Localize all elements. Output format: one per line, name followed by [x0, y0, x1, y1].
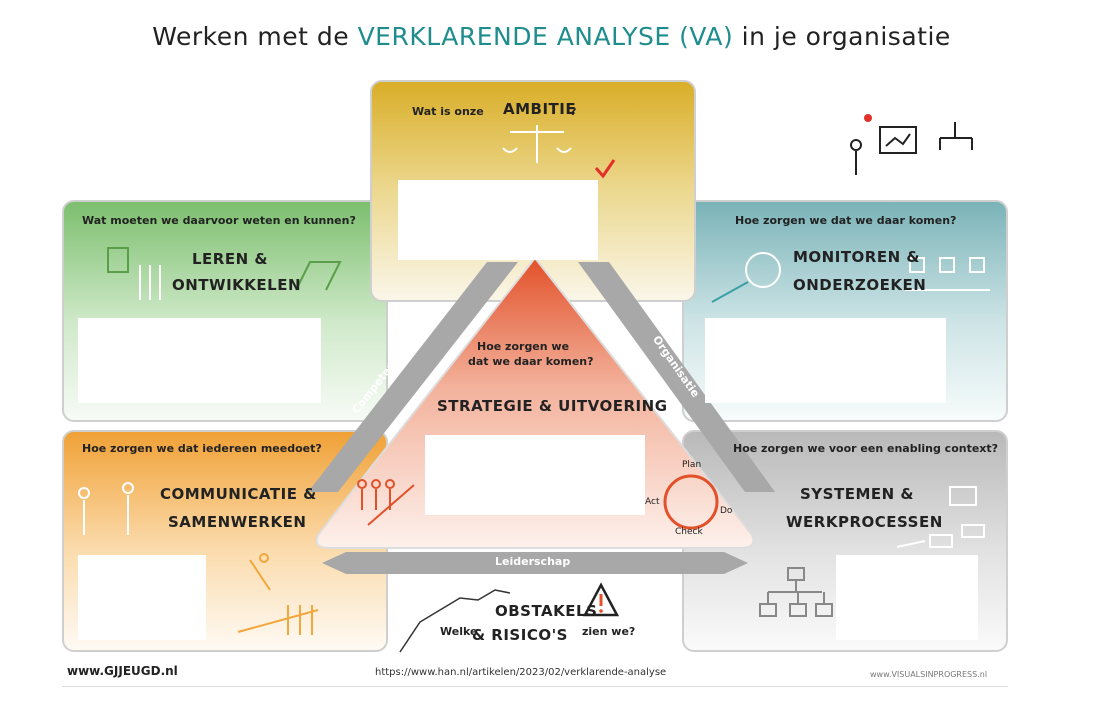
- leren-question: Wat moeten we daarvoor weten en kunnen?: [82, 214, 356, 227]
- systemen-answer-box: [836, 555, 978, 640]
- arrow-leiderschap: [322, 552, 748, 574]
- strategie-label: STRATEGIE & UITVOERING: [437, 397, 668, 415]
- measure-line-icon: [905, 257, 990, 291]
- scale-icon: [502, 125, 572, 163]
- monitoren-answer-box: [705, 318, 946, 403]
- panel-monitoren: [682, 200, 1008, 422]
- communicatie-answer-box: [78, 555, 206, 640]
- process-flow-icon: [896, 486, 985, 548]
- page-title: Werken met de VERKLARENDE ANALYSE (VA) i…: [0, 22, 1103, 51]
- pdca-plan: Plan: [682, 460, 702, 470]
- footer-gjjeugd-link[interactable]: www.GJJEUGD.nl: [67, 664, 178, 678]
- speaking-figures-icon: [78, 482, 134, 535]
- pdca-do: Do: [720, 506, 733, 516]
- monitoren-label-line1: MONITOREN &: [793, 248, 920, 266]
- ambitie-question: Wat is onze: [412, 105, 484, 118]
- hierarchy-icon: [759, 567, 833, 617]
- collaboration-figures-icon: [237, 553, 319, 635]
- ambitie-answer-box: [398, 180, 598, 260]
- communicatie-question: Hoe zorgen we dat iedereen meedoet?: [82, 442, 322, 455]
- leren-label-line1: LEREN &: [192, 250, 268, 268]
- presenter-icon: [850, 114, 917, 175]
- ambitie-label: AMBITIE: [503, 100, 577, 118]
- leren-label-line2: ONTWIKKELEN: [172, 276, 302, 294]
- arrow-organisatie: [578, 262, 775, 492]
- obstakels-label-line1: OBSTAKELS: [495, 602, 598, 620]
- learning-figures-icon: [107, 247, 342, 300]
- systemen-question: Hoe zorgen we voor een enabling context?: [733, 442, 999, 455]
- leren-answer-box: [78, 318, 321, 403]
- title-highlight: VERKLARENDE ANALYSE (VA): [357, 22, 734, 51]
- title-prefix: Werken met de: [152, 22, 350, 51]
- footer-divider: [62, 686, 1008, 687]
- arrow-label-leiderschap: Leiderschap: [495, 555, 571, 568]
- monitoren-label-line2: ONDERZOEKEN: [793, 276, 927, 294]
- title-suffix: in je organisatie: [741, 22, 951, 51]
- systemen-label-line2: WERKPROCESSEN: [786, 513, 943, 531]
- obstakels-pre: Welke: [440, 625, 478, 638]
- checkmark-icon: [594, 159, 616, 179]
- communicatie-label-line1: COMMUNICATIE &: [160, 485, 317, 503]
- footer-han-link[interactable]: https://www.han.nl/artikelen/2023/02/ver…: [375, 667, 667, 678]
- communicatie-label-line2: SAMENWERKEN: [168, 513, 307, 531]
- pdca-check: Check: [675, 527, 703, 537]
- obstakels-label-line2: & RISICO'S: [472, 626, 568, 644]
- strategie-answer-box: [425, 435, 645, 515]
- systemen-label-line1: SYSTEMEN &: [800, 485, 914, 503]
- ambitie-qmark: ?: [570, 105, 577, 118]
- pdca-cycle-icon: [663, 474, 719, 530]
- pdca-act: Act: [645, 497, 660, 507]
- magnifier-icon: [711, 252, 781, 303]
- footer-visuals-link[interactable]: www.VISUALSINPROGRESS.nl: [870, 670, 988, 679]
- arrow-competenties: [308, 262, 518, 492]
- monitoren-question: Hoe zorgen we dat we daar komen?: [735, 214, 957, 227]
- team-figures-icon: [357, 479, 415, 526]
- obstakels-post: zien we?: [582, 625, 636, 638]
- org-chart-icon: [939, 122, 973, 150]
- strategie-question-line1: Hoe zorgen we: [477, 340, 570, 353]
- warning-icon: [582, 582, 620, 617]
- mountain-icon: [399, 589, 511, 653]
- strategie-question-line2: dat we daar komen?: [468, 355, 594, 368]
